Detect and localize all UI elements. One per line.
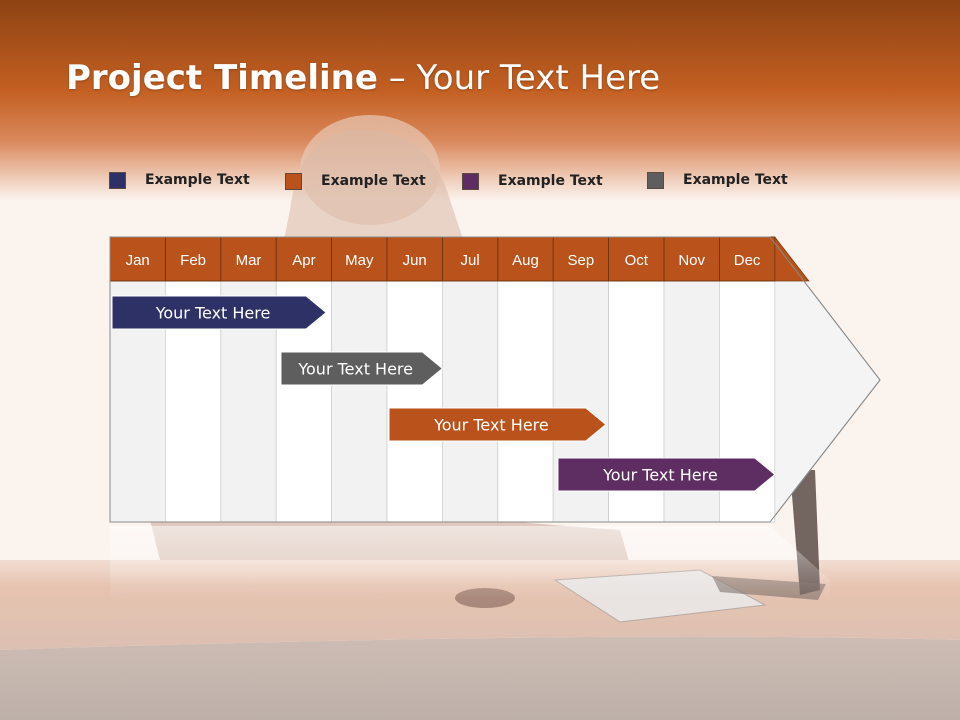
- month-header: Jan Feb Mar Apr May Jun Jul Aug Sep Oct Nov Dec: [109, 236, 810, 282]
- legend-item-3: Example Text: [462, 171, 603, 191]
- month-label: Nov: [678, 252, 705, 269]
- task-bar-label: Your Text Here: [297, 360, 413, 379]
- legend-swatch: [647, 171, 664, 189]
- legend-swatch: [109, 171, 126, 189]
- month-label: Apr: [292, 252, 315, 269]
- timeline-arrow-outline: [109, 236, 881, 523]
- month-label: Oct: [625, 252, 649, 269]
- month-label: Mar: [236, 252, 262, 269]
- legend-swatch: [462, 172, 479, 190]
- legend-item-1: Example Text: [109, 170, 250, 190]
- legend-label: Example Text: [145, 172, 250, 188]
- month-column: [331, 280, 388, 523]
- legend-item-4: Example Text: [647, 170, 788, 190]
- month-label: Sep: [568, 252, 595, 269]
- month-label: May: [345, 252, 374, 269]
- timeline-reflection: [110, 526, 830, 600]
- month-label: Aug: [512, 252, 539, 269]
- title-rest: – Your Text Here: [377, 58, 661, 98]
- month-column: [441, 280, 499, 523]
- task-bar-label: Your Text Here: [433, 416, 549, 435]
- month-label: Jun: [403, 252, 427, 269]
- month-label: Jul: [461, 252, 480, 269]
- title-bold: Project Timeline: [66, 58, 378, 98]
- task-bar-label: Your Text Here: [155, 304, 271, 323]
- task-bar: [111, 295, 327, 330]
- month-label: Jan: [126, 252, 150, 269]
- month-column: [386, 280, 443, 523]
- slide-title: Project Timeline – Your Text Here: [66, 58, 660, 98]
- legend-label: Example Text: [683, 172, 788, 188]
- month-label: Dec: [734, 252, 761, 269]
- legend-label: Example Text: [321, 173, 426, 189]
- month-label: Feb: [180, 252, 206, 269]
- legend-swatch: [285, 172, 302, 190]
- legend-label: Example Text: [498, 173, 603, 189]
- legend-item-2: Example Text: [285, 171, 426, 191]
- task-bar: [557, 457, 776, 492]
- task-bar-label: Your Text Here: [602, 466, 718, 485]
- task-bar: [388, 407, 607, 442]
- month-column: [497, 280, 554, 523]
- task-bar: [280, 351, 444, 386]
